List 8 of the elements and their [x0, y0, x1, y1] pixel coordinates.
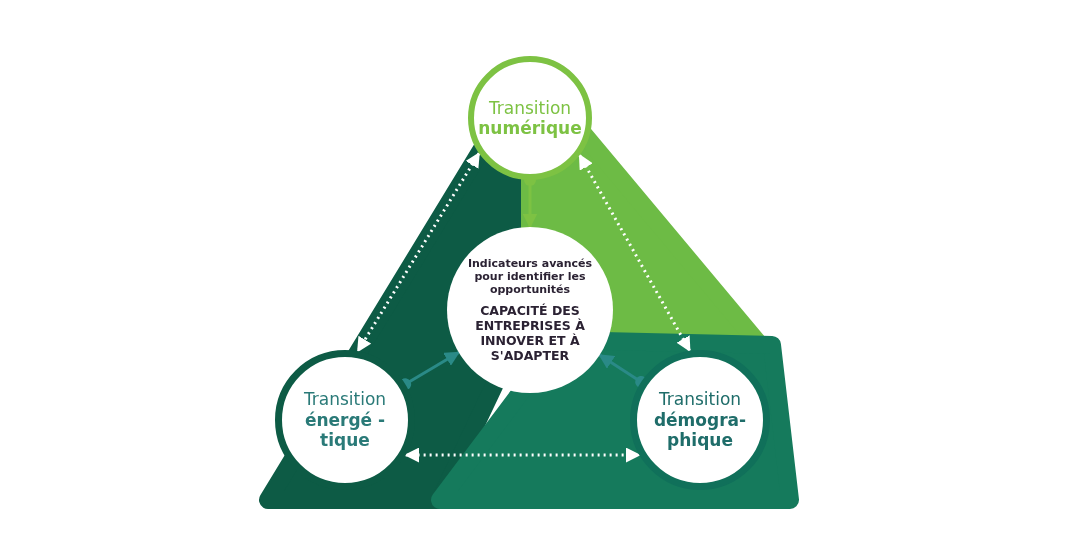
double-arrow [578, 153, 691, 353]
node-label: CAPACITÉ DES ENTREPRISES À INNOVER ET À S'ADAPTER [474, 303, 586, 364]
node-label: Transition démogra- phique [652, 389, 748, 451]
double-arrow [404, 447, 641, 463]
double-arrow [356, 152, 481, 353]
node-label: Transition énergé -tique [302, 389, 388, 451]
node-label: Indicateurs avancés pour identifier les opportunités [466, 256, 594, 297]
node-label: Transition numérique [477, 97, 583, 139]
